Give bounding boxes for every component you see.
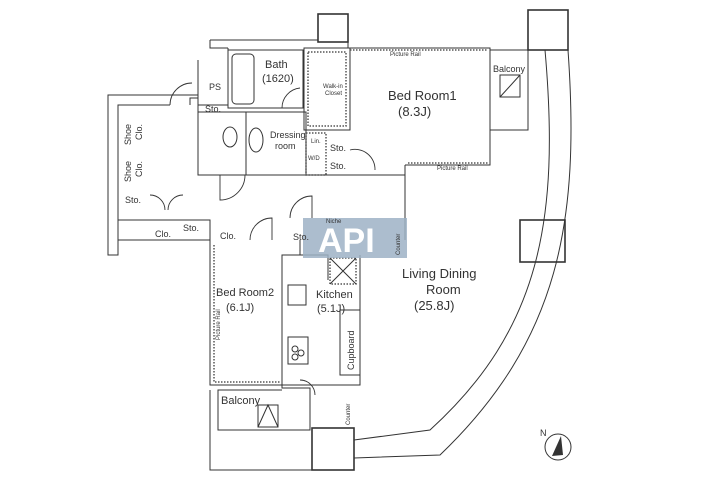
walk-in-closet-label-2: Closet [325,91,342,97]
walls [107,9,572,471]
watermark: API [318,222,375,260]
watermark-box [303,218,407,258]
living-size: (25.8J) [414,298,454,313]
storage-label-4: Sto. [125,195,141,205]
doors [149,82,376,396]
storage-label: Sto. [205,104,221,114]
living-label: Living Dining [402,266,476,281]
bath-label: Bath [265,59,288,71]
walk-in-closet-label: Walk-in [323,84,343,90]
shoe-closet-2-label-2: Clo. [134,161,144,177]
kitchen-size: (5.1J) [317,303,345,315]
ps-label: PS [209,82,221,92]
dressing-label: Dressing [270,130,306,140]
bath-size: (1620) [262,73,294,85]
wd-label: W/D [308,156,320,162]
storage-label-3: Sto. [330,161,346,171]
bedroom1-size: (8.3J) [398,104,431,119]
storage-label-6: Sto. [293,232,309,242]
picture-rail-label-top: Picture Rail [390,52,421,58]
niche-label: Niche [326,219,342,225]
picture-rail-label-bedroom1: Picture Rail [437,166,468,172]
balcony-bottom-label: Balcony [221,395,261,407]
shoe-closet-2-label: Shoe [123,161,133,182]
dressing-label-2: room [275,141,296,151]
balcony-right-label: Balcony [493,64,526,74]
cupboard-label: Cupboard [346,330,356,370]
picture-rail-label-bedroom2: Picture Rail [216,309,222,340]
bedroom2-label: Bed Room2 [216,287,274,299]
kitchen-label: Kitchen [316,289,353,301]
bedroom2-size: (6.1J) [226,302,254,314]
counter-label: Counter [396,234,402,255]
compass: N [540,428,572,461]
storage-label-5: Sto. [183,223,199,233]
bedroom1-label: Bed Room1 [388,88,457,103]
shoe-closet-1-label-2: Clo. [134,124,144,140]
compass-north-label: N [540,428,547,438]
closet-label-2: Clo. [220,231,236,241]
living-label-2: Room [426,282,461,297]
counter-label-2: Counter [346,404,352,425]
linen-label: Lin. [311,139,321,145]
shoe-closet-1-label: Shoe [123,124,133,145]
storage-label-2: Sto. [330,143,346,153]
closet-label: Clo. [155,229,171,239]
